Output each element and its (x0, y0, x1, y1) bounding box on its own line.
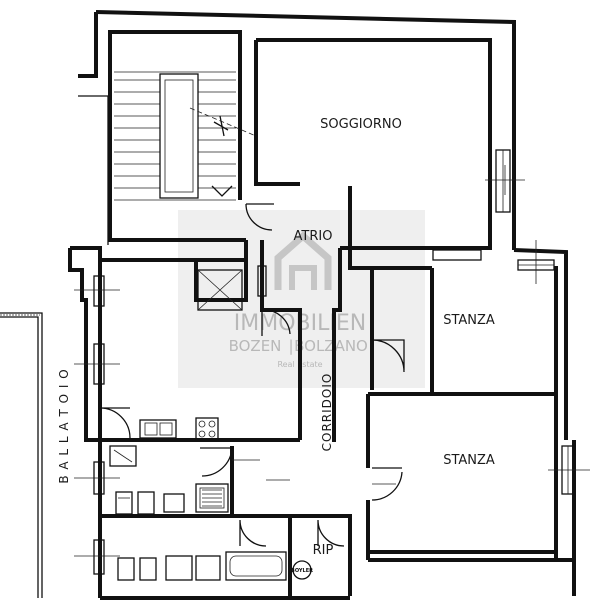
label-stanza-1: STANZA (443, 313, 495, 328)
window-left-1 (93, 275, 105, 307)
toilet-2-icon (117, 557, 135, 581)
bathtub-icon (225, 551, 287, 581)
washbasin-1-icon (163, 493, 185, 513)
windows (74, 149, 590, 575)
toilet-1-icon (115, 491, 133, 515)
kitchen-sink-icon (139, 419, 177, 439)
watermark-divider: | (288, 337, 293, 355)
fixtures: BOYLER (109, 269, 313, 581)
label-stanza-2: STANZA (443, 453, 495, 468)
boiler-icon (292, 560, 312, 580)
washing-machine-icon (109, 445, 137, 467)
house-logo-icon (274, 231, 332, 290)
washbasin-2-icon (165, 555, 221, 581)
doors (99, 203, 405, 547)
bidet-2-icon (139, 557, 157, 581)
shower-icon (195, 483, 229, 513)
window-atrio (432, 249, 482, 261)
room-labels: SOGGIORNO ATRIO STANZA STANZA RIP CORRID… (57, 117, 495, 558)
stairwell (78, 12, 257, 245)
label-atrio: ATRIO (294, 229, 333, 244)
bidet-1-icon (137, 491, 155, 515)
label-soggiorno: SOGGIORNO (320, 117, 402, 132)
shaft-x-icon (197, 269, 243, 311)
window-atrio-vert (257, 265, 267, 297)
stove-icon (195, 417, 219, 441)
window-left-4 (93, 539, 105, 575)
watermark-line1: BOZEN (229, 337, 282, 355)
ballatoio-railing (0, 312, 43, 598)
boiler-label: BOYLER (291, 568, 313, 574)
label-corridoio: CORRIDOIO (320, 373, 334, 452)
watermark-line2: BOLZANO (294, 337, 368, 355)
label-ballatoio: B A L L A T O I O (57, 368, 71, 483)
label-ripostiglio: RIP (313, 543, 334, 558)
